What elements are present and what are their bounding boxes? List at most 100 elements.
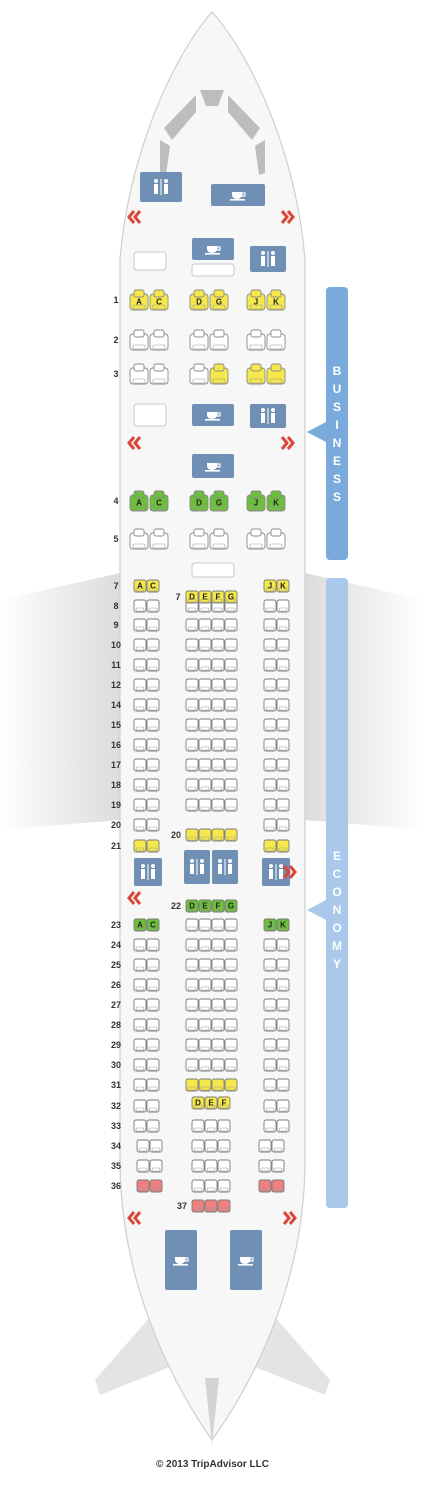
seat[interactable] (263, 1038, 277, 1052)
seat[interactable] (198, 1038, 212, 1052)
seat[interactable] (146, 738, 160, 752)
seat[interactable] (263, 1099, 277, 1113)
seat[interactable] (133, 678, 147, 692)
seat[interactable] (146, 658, 160, 672)
seat[interactable]: A (133, 579, 147, 593)
seat[interactable] (198, 758, 212, 772)
seat[interactable] (263, 839, 277, 853)
seat[interactable] (217, 1139, 231, 1153)
seat[interactable] (133, 1058, 147, 1072)
seat[interactable] (136, 1159, 150, 1173)
seat[interactable] (198, 678, 212, 692)
business-seat[interactable]: G (209, 490, 229, 512)
seat[interactable] (133, 698, 147, 712)
seat[interactable] (146, 1119, 160, 1133)
seat[interactable]: E (204, 1096, 218, 1110)
seat[interactable] (217, 1119, 231, 1133)
seat[interactable] (276, 678, 290, 692)
business-seat[interactable] (209, 329, 229, 351)
seat[interactable] (136, 1179, 150, 1193)
seat[interactable] (185, 918, 199, 932)
seat[interactable] (224, 828, 238, 842)
business-seat[interactable] (129, 528, 149, 550)
business-seat[interactable] (246, 363, 266, 385)
seat[interactable]: C (146, 918, 160, 932)
seat[interactable] (146, 599, 160, 613)
seat[interactable] (211, 718, 225, 732)
seat[interactable] (276, 1078, 290, 1092)
business-seat[interactable]: D (189, 289, 209, 311)
seat[interactable] (191, 1199, 205, 1213)
seat[interactable] (198, 638, 212, 652)
seat[interactable] (263, 599, 277, 613)
seat[interactable] (211, 698, 225, 712)
seat[interactable] (146, 938, 160, 952)
seat[interactable] (133, 818, 147, 832)
seat[interactable] (211, 778, 225, 792)
seat[interactable] (263, 978, 277, 992)
seat[interactable] (263, 718, 277, 732)
seat[interactable]: J (263, 579, 277, 593)
seat[interactable] (185, 698, 199, 712)
seat[interactable] (211, 978, 225, 992)
business-seat[interactable] (246, 528, 266, 550)
seat[interactable] (133, 758, 147, 772)
seat[interactable] (276, 839, 290, 853)
seat[interactable] (211, 1058, 225, 1072)
seat[interactable] (149, 1139, 163, 1153)
seat[interactable] (276, 1099, 290, 1113)
seat[interactable] (185, 998, 199, 1012)
seat[interactable]: E (198, 590, 212, 604)
seat[interactable] (185, 658, 199, 672)
business-seat[interactable]: A (129, 289, 149, 311)
business-seat[interactable] (209, 528, 229, 550)
seat[interactable] (198, 938, 212, 952)
seat[interactable] (198, 1018, 212, 1032)
seat[interactable] (263, 1058, 277, 1072)
seat[interactable] (224, 918, 238, 932)
seat[interactable] (224, 678, 238, 692)
seat[interactable] (263, 818, 277, 832)
seat[interactable]: C (146, 579, 160, 593)
business-seat[interactable] (266, 528, 286, 550)
seat[interactable] (133, 998, 147, 1012)
business-seat[interactable]: J (246, 289, 266, 311)
seat[interactable] (263, 698, 277, 712)
business-seat[interactable] (246, 329, 266, 351)
seat[interactable]: D (185, 590, 199, 604)
seat[interactable] (185, 938, 199, 952)
seat[interactable] (224, 618, 238, 632)
seat[interactable]: A (133, 918, 147, 932)
seat[interactable] (133, 1119, 147, 1133)
seat[interactable] (146, 1099, 160, 1113)
business-seat[interactable] (189, 363, 209, 385)
seat[interactable] (133, 798, 147, 812)
business-seat[interactable] (149, 528, 169, 550)
seat[interactable] (146, 958, 160, 972)
business-seat[interactable] (189, 528, 209, 550)
seat[interactable] (133, 958, 147, 972)
seat[interactable]: K (276, 918, 290, 932)
seat[interactable] (191, 1179, 205, 1193)
seat[interactable]: E (198, 899, 212, 913)
seat[interactable] (224, 958, 238, 972)
seat[interactable] (224, 1058, 238, 1072)
seat[interactable] (146, 1038, 160, 1052)
seat[interactable]: F (211, 590, 225, 604)
seat[interactable] (224, 698, 238, 712)
seat[interactable] (146, 978, 160, 992)
seat[interactable] (276, 1058, 290, 1072)
seat[interactable] (224, 658, 238, 672)
seat[interactable] (185, 758, 199, 772)
seat[interactable] (149, 1159, 163, 1173)
seat[interactable] (211, 998, 225, 1012)
seat[interactable] (276, 798, 290, 812)
seat[interactable] (198, 718, 212, 732)
seat[interactable] (276, 998, 290, 1012)
seat[interactable] (133, 738, 147, 752)
seat[interactable] (217, 1179, 231, 1193)
seat[interactable] (133, 1078, 147, 1092)
seat[interactable] (217, 1199, 231, 1213)
seat[interactable] (224, 1038, 238, 1052)
seat[interactable] (133, 1018, 147, 1032)
